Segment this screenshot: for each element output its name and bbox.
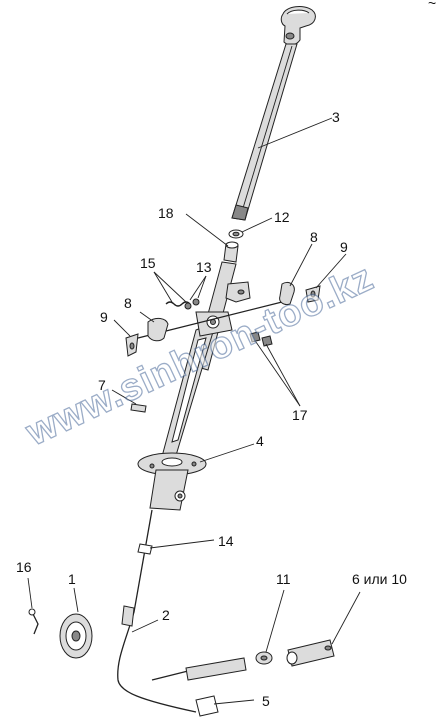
callout-9-right: 9 <box>340 239 348 255</box>
leader-lines <box>27 117 361 705</box>
part-8-bracket-right <box>279 281 295 305</box>
part-2-cable <box>117 509 201 713</box>
callout-7: 7 <box>98 377 106 393</box>
callout-12: 12 <box>274 209 290 225</box>
part-17-pins <box>249 331 273 347</box>
part-13-nuts <box>184 298 200 310</box>
part-14-clamp <box>137 543 153 555</box>
part-16-cotter-pin <box>28 608 39 635</box>
callout-6: 6 или 10 <box>352 571 407 587</box>
part-3-lever-rod <box>231 6 316 221</box>
part-6-fork <box>286 639 335 667</box>
part-18-bushing <box>223 241 239 263</box>
callout-1: 1 <box>68 571 76 587</box>
part-7-pin <box>130 403 147 413</box>
corner-mark: ~ <box>428 0 436 11</box>
callout-8-right: 8 <box>310 229 318 245</box>
callout-17: 17 <box>292 407 308 423</box>
part-9-clip-right <box>305 285 321 303</box>
callout-5: 5 <box>262 693 270 709</box>
callout-9-left: 9 <box>100 309 108 325</box>
part-11-nut <box>255 651 273 665</box>
part-8-bracket-left <box>147 317 169 342</box>
callout-16: 16 <box>16 559 32 575</box>
callout-14: 14 <box>218 533 234 549</box>
callout-8-left: 8 <box>124 295 132 311</box>
part-12-washer <box>228 229 244 239</box>
callout-2: 2 <box>162 607 170 623</box>
part-5-sleeve <box>185 657 247 717</box>
callout-4: 4 <box>256 433 264 449</box>
callout-3: 3 <box>332 109 340 125</box>
part-9-clip-left <box>125 333 139 357</box>
part-4-housing <box>129 261 291 511</box>
callout-13: 13 <box>196 259 212 275</box>
callout-11: 11 <box>276 571 291 587</box>
callout-18: 18 <box>158 205 174 221</box>
part-1-pulley <box>59 613 93 659</box>
callout-15: 15 <box>140 255 156 271</box>
